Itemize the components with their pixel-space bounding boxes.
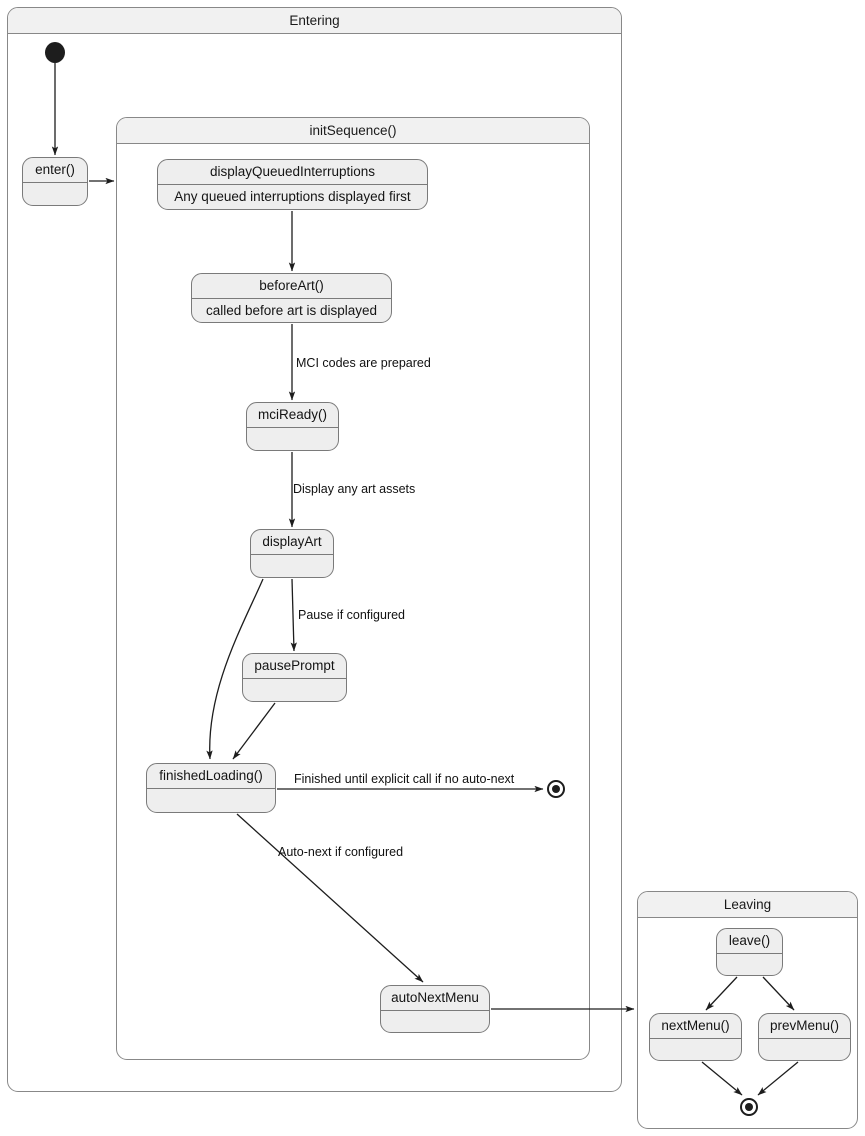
state-prev-menu-body [759,1039,850,1060]
state-display-queued-interruptions[interactable]: displayQueuedInterruptions Any queued in… [157,159,428,210]
composite-state-leaving-title: Leaving [638,892,857,918]
final-state-entering [547,780,565,798]
state-display-art-name: displayArt [251,530,333,555]
state-pause-prompt[interactable]: pausePrompt [242,653,347,702]
state-leave[interactable]: leave() [716,928,783,976]
state-mci-ready[interactable]: mciReady() [246,402,339,451]
state-leave-body [717,954,782,975]
state-finished-loading-body [147,789,275,812]
state-display-art[interactable]: displayArt [250,529,334,578]
state-enter-body [23,183,87,205]
state-prev-menu-name: prevMenu() [759,1014,850,1039]
state-display-queued-interruptions-name: displayQueuedInterruptions [158,160,427,185]
state-auto-next-menu-name: autoNextMenu [381,986,489,1011]
state-pause-prompt-name: pausePrompt [243,654,346,679]
state-mci-ready-name: mciReady() [247,403,338,428]
edge-label-auto-next-if-configured: Auto-next if configured [278,845,404,859]
composite-state-init-sequence: initSequence() [116,117,590,1060]
state-next-menu-body [650,1039,741,1060]
state-next-menu[interactable]: nextMenu() [649,1013,742,1061]
state-pause-prompt-body [243,679,346,701]
state-enter[interactable]: enter() [22,157,88,206]
state-auto-next-menu-body [381,1011,489,1032]
composite-state-leaving: Leaving [637,891,858,1129]
edge-label-mci-codes: MCI codes are prepared [296,356,431,370]
state-before-art-name: beforeArt() [192,274,391,299]
final-state-leaving [740,1098,758,1116]
state-auto-next-menu[interactable]: autoNextMenu [380,985,490,1033]
state-before-art[interactable]: beforeArt() called before art is display… [191,273,392,323]
state-before-art-body: called before art is displayed [205,303,378,318]
state-leave-name: leave() [717,929,782,954]
edge-label-finished-until-explicit: Finished until explicit call if no auto-… [294,772,515,786]
edge-label-display-art-assets: Display any art assets [293,482,416,496]
edge-label-pause-if-configured: Pause if configured [298,608,406,622]
state-display-art-body [251,555,333,577]
initial-pseudostate [45,42,65,63]
state-display-queued-interruptions-body: Any queued interruptions displayed first [174,189,411,204]
state-enter-name: enter() [23,158,87,183]
composite-state-init-sequence-title: initSequence() [117,118,589,144]
state-finished-loading[interactable]: finishedLoading() [146,763,276,813]
state-mci-ready-body [247,428,338,450]
state-finished-loading-name: finishedLoading() [147,764,275,789]
state-prev-menu[interactable]: prevMenu() [758,1013,851,1061]
state-next-menu-name: nextMenu() [650,1014,741,1039]
composite-state-entering-title: Entering [8,8,621,34]
